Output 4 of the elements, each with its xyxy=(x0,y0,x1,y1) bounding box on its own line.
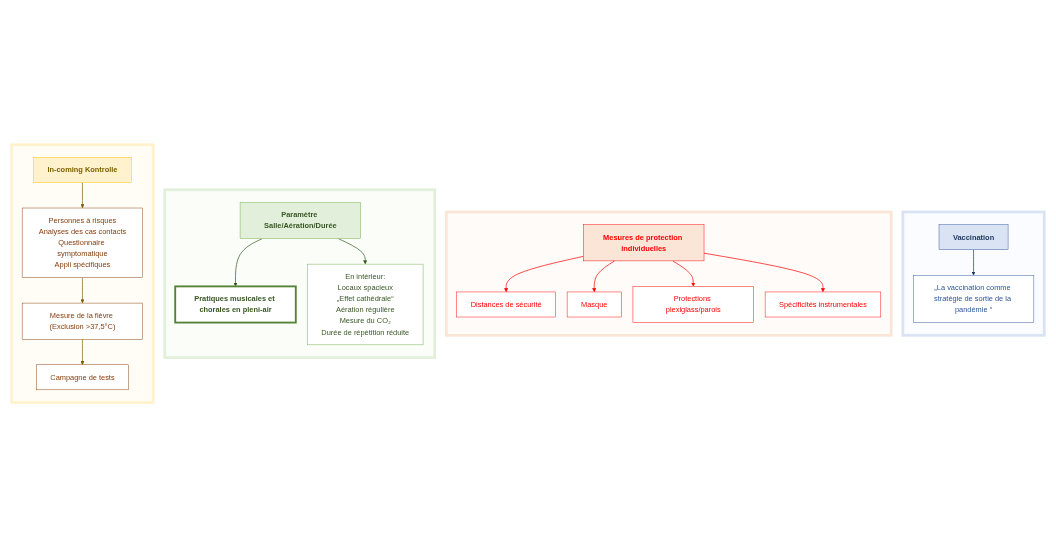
cluster xyxy=(901,210,1046,337)
cluster xyxy=(163,188,437,359)
cluster xyxy=(10,143,155,404)
cluster xyxy=(444,210,893,337)
